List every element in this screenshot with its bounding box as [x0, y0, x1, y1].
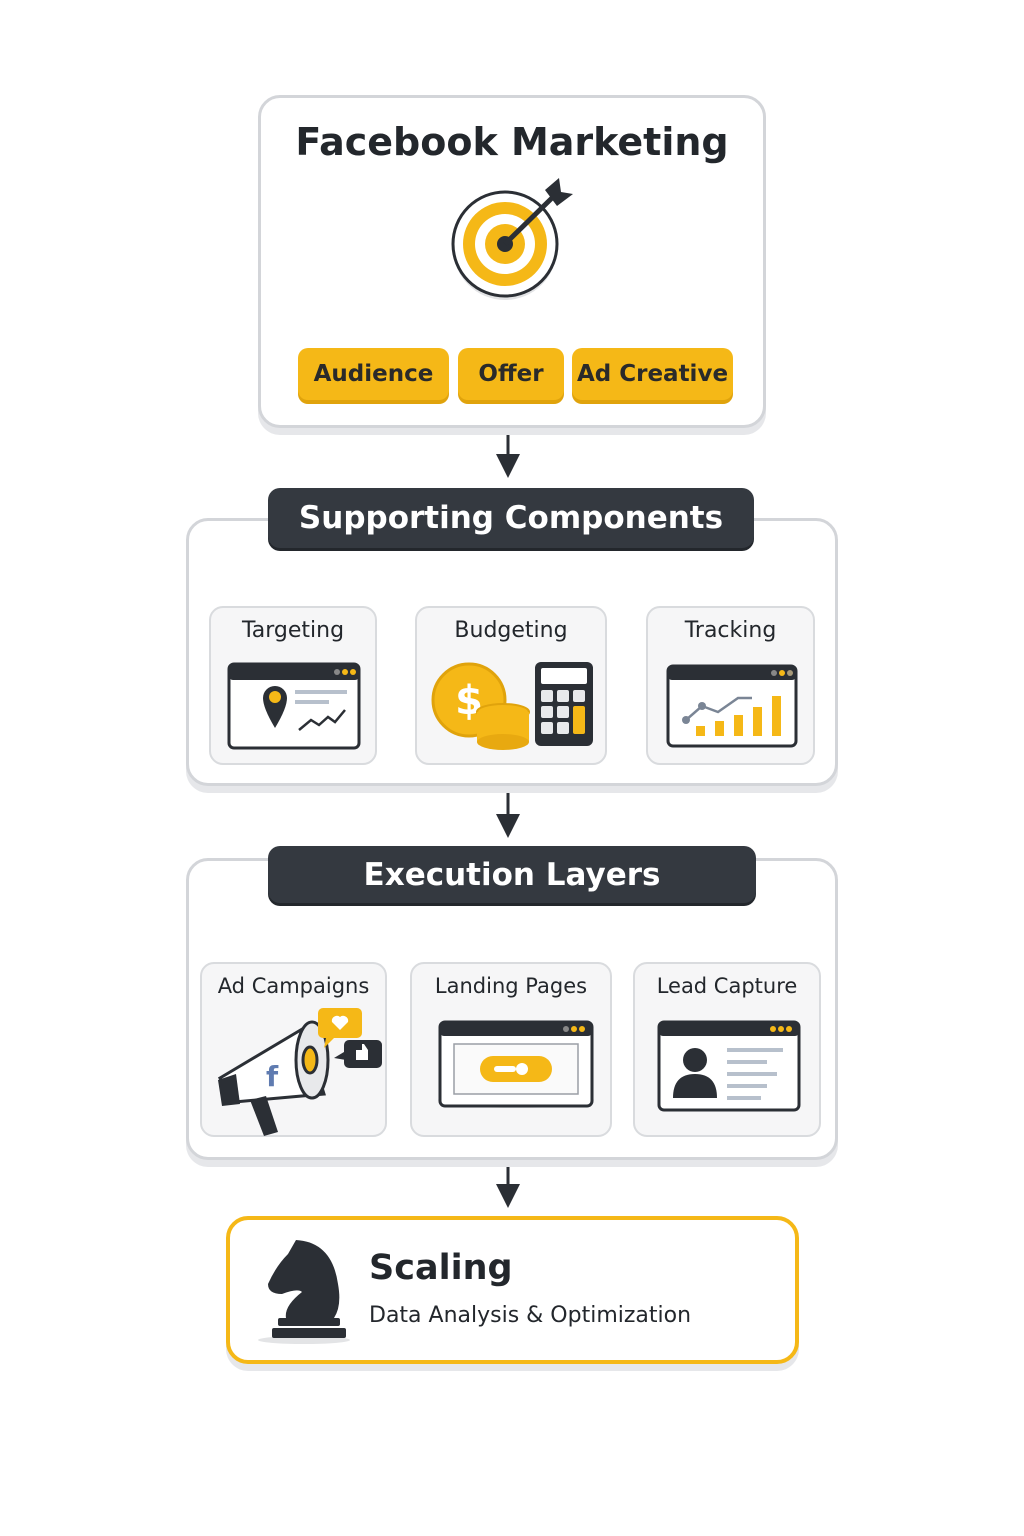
- coins-calculator-icon: $: [431, 662, 593, 750]
- landing-page-icon: [438, 1020, 594, 1108]
- card-label: Targeting: [241, 618, 345, 643]
- megaphone-icon: f: [217, 1008, 382, 1136]
- svg-text:f: f: [266, 1060, 279, 1093]
- scaling-title: Scaling: [369, 1248, 513, 1288]
- card-lead-capture: Lead Capture: [633, 962, 821, 1137]
- facebook-marketing-box: Facebook Marketing Audience Offer Ad Cre…: [258, 95, 766, 428]
- card-budgeting: Budgeting $: [415, 606, 607, 765]
- execution-header: Execution Layers: [268, 846, 756, 903]
- card-label: Landing Pages: [434, 974, 588, 998]
- lead-form-icon: [657, 1020, 801, 1112]
- card-targeting: Targeting: [209, 606, 377, 765]
- card-label: Tracking: [684, 618, 777, 643]
- pillar-offer: Offer: [458, 348, 564, 400]
- location-analytics-icon: [227, 662, 361, 750]
- chess-knight-icon: [258, 1240, 350, 1344]
- card-label: Lead Capture: [656, 974, 798, 998]
- pillar-audience: Audience: [298, 348, 449, 400]
- card-tracking: Tracking: [646, 606, 815, 765]
- supporting-header: Supporting Components: [268, 488, 754, 548]
- chart-dashboard-icon: [666, 664, 798, 748]
- main-title: Facebook Marketing: [295, 120, 729, 164]
- scaling-subtitle: Data Analysis & Optimization: [369, 1303, 692, 1328]
- target-icon: [451, 178, 573, 300]
- card-label: Budgeting: [454, 618, 568, 643]
- card-ad-campaigns: Ad Campaigns f: [200, 962, 387, 1137]
- pillar-ad-creative: Ad Creative: [572, 348, 733, 400]
- card-landing-pages: Landing Pages: [410, 962, 612, 1137]
- card-label: Ad Campaigns: [217, 974, 370, 998]
- scaling-box: Scaling Data Analysis & Optimization: [226, 1216, 799, 1364]
